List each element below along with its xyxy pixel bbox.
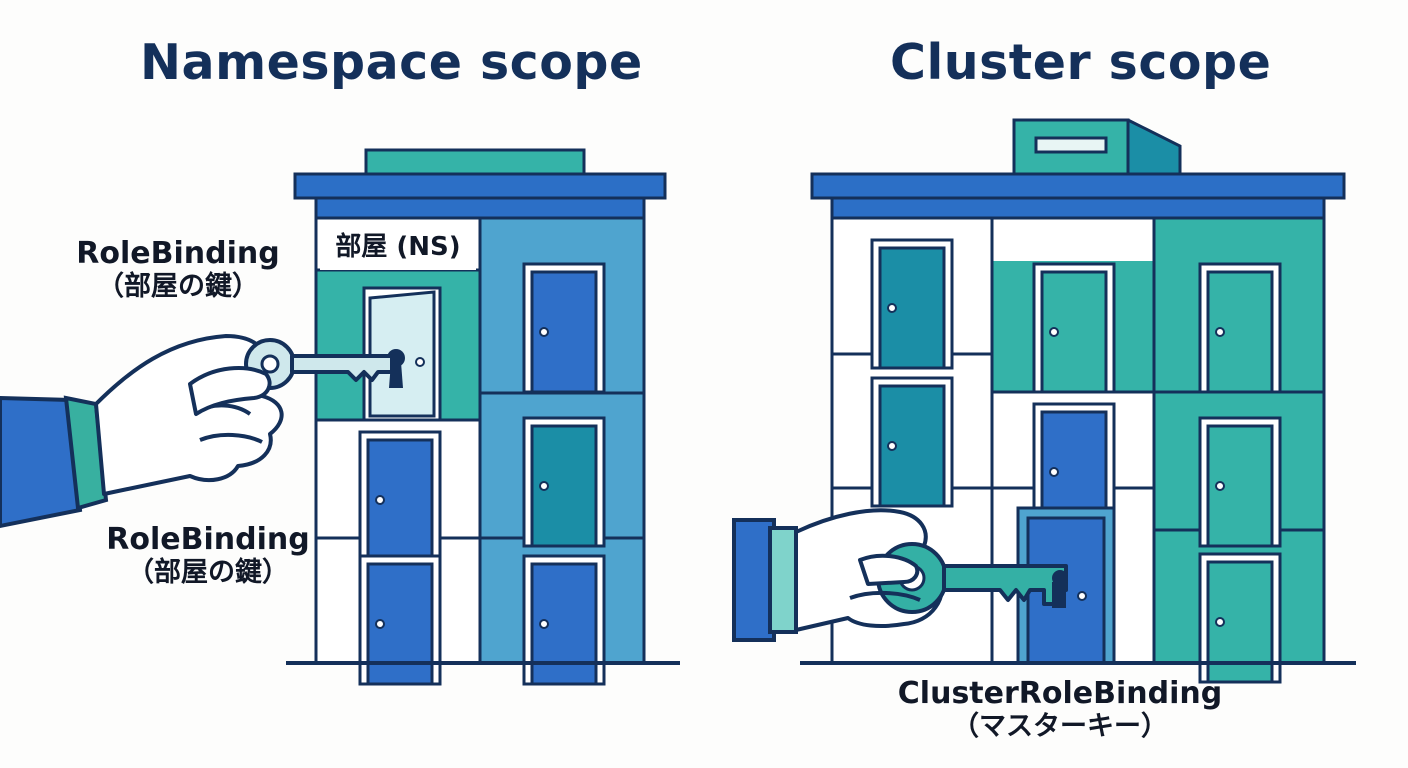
door-icon bbox=[1198, 262, 1282, 394]
rolebinding-label-bottom: RoleBinding （部屋の鍵） bbox=[96, 522, 320, 589]
cluster-scope-title: Cluster scope bbox=[890, 34, 1272, 91]
rolebinding-note: （部屋の鍵） bbox=[97, 271, 259, 303]
clusterrolebinding-label: ClusterRoleBinding （マスターキー） bbox=[880, 676, 1240, 743]
door-icon bbox=[522, 262, 606, 394]
rolebinding-label-top: RoleBinding （部屋の鍵） bbox=[66, 236, 290, 303]
namespace-building-icon bbox=[293, 148, 667, 686]
namespace-scope-title: Namespace scope bbox=[140, 34, 643, 91]
clusterrolebinding-name: ClusterRoleBinding bbox=[897, 676, 1223, 711]
door-icon bbox=[1032, 262, 1116, 394]
clusterrolebinding-note: （マスターキー） bbox=[952, 711, 1168, 743]
rolebinding-name: RoleBinding bbox=[106, 522, 310, 557]
cluster-building-icon bbox=[810, 118, 1346, 684]
door-icon bbox=[870, 238, 954, 370]
door-icon bbox=[870, 376, 954, 508]
room-namespace-label: 部屋 (NS) bbox=[320, 224, 476, 270]
door-icon bbox=[522, 416, 606, 548]
door-icon bbox=[358, 430, 442, 562]
door-icon bbox=[1198, 416, 1282, 548]
rolebinding-name: RoleBinding bbox=[76, 236, 280, 271]
hand-with-master-key-icon bbox=[732, 508, 1068, 642]
rolebinding-note: （部屋の鍵） bbox=[127, 557, 289, 589]
hand-with-key-icon bbox=[0, 334, 394, 529]
